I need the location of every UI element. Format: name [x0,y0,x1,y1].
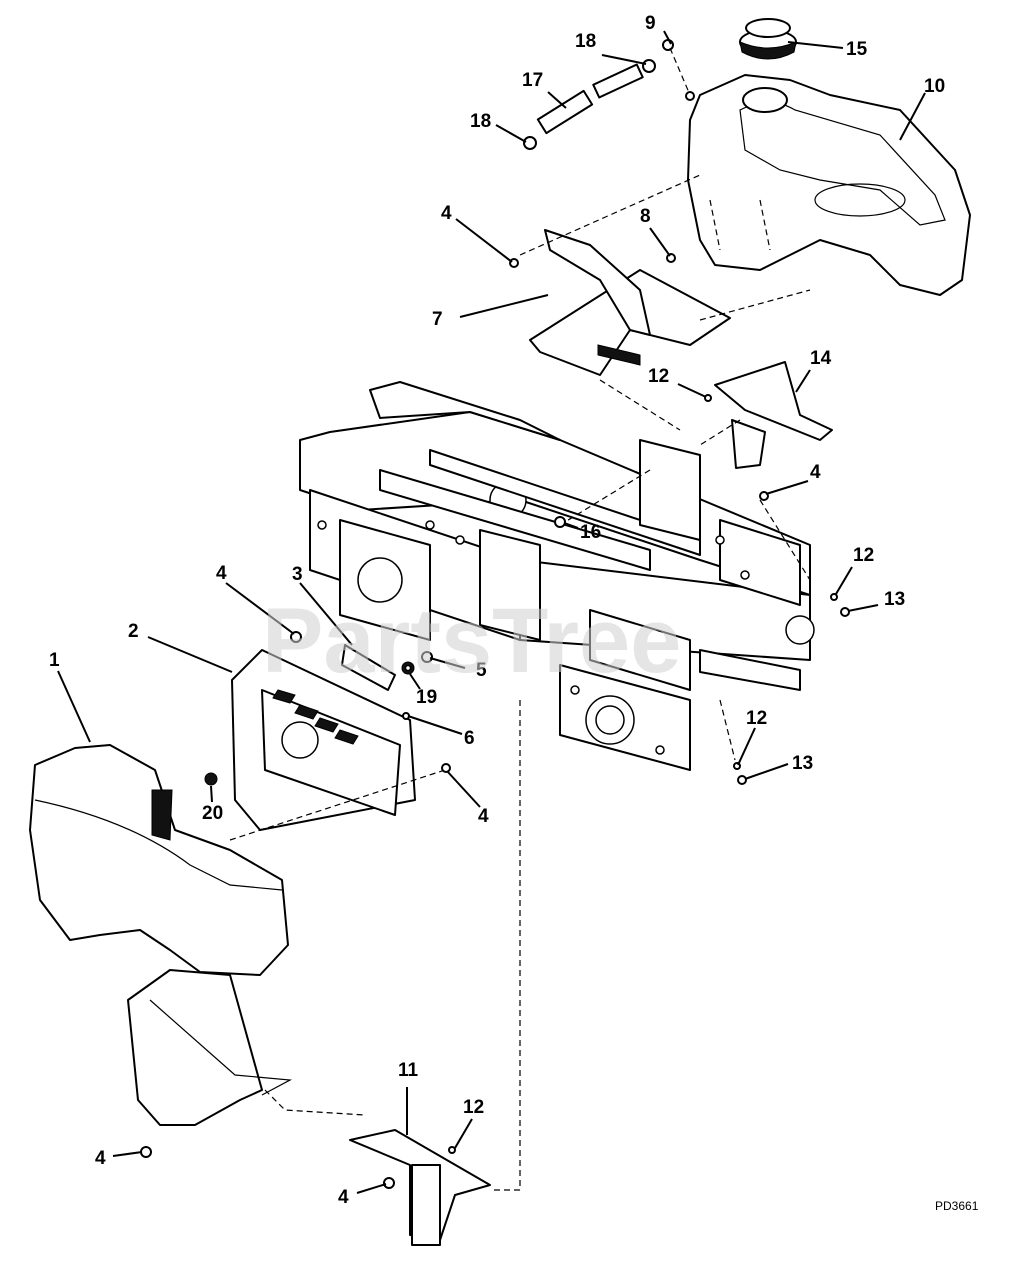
callout-4: 4 [338,1187,349,1208]
callout-16: 16 [580,522,601,543]
fuel-cap [739,18,797,60]
callout-5: 5 [476,660,487,681]
callout-3: 3 [292,564,303,585]
callout-12: 12 [746,708,767,729]
callout-19: 19 [416,687,437,708]
callout-12: 12 [853,545,874,566]
callouts: 1 2 3 4 4 4 4 4 4 5 6 7 8 9 10 11 12 12 … [49,13,945,1208]
fuel-hose-and-clamps [523,39,695,150]
callout-12: 12 [463,1097,484,1118]
tank-bracket [529,229,731,376]
callout-10: 10 [924,76,945,97]
lower-guard-left [127,969,293,1126]
callout-18: 18 [470,111,491,132]
side-shield [714,361,833,469]
callout-12: 12 [648,366,669,387]
callout-4: 4 [810,462,821,483]
callout-4: 4 [441,203,452,224]
callout-7: 7 [432,309,443,330]
assembly-lines [229,174,811,1191]
callout-17: 17 [522,70,543,91]
callout-9: 9 [645,13,656,34]
callout-14: 14 [810,348,832,369]
fender [29,744,289,976]
callout-1: 1 [49,650,60,671]
callout-20: 20 [202,803,223,824]
support-plate [231,649,416,831]
callout-13: 13 [792,753,813,774]
callout-18: 18 [575,31,596,52]
callout-8: 8 [640,206,651,227]
watermark-logo: PartsTree [262,590,681,692]
callout-15: 15 [846,39,868,60]
callout-13: 13 [884,589,905,610]
callout-6: 6 [464,728,475,749]
lower-guard-11 [349,1129,491,1246]
leader-lines [57,30,926,1194]
frame-assembly [299,381,815,771]
callout-4: 4 [95,1148,106,1169]
drawing-code: PD3661 [935,1199,979,1213]
callout-4: 4 [478,806,489,827]
hardware [140,253,850,1189]
fuel-tank [687,74,971,296]
bracket-3 [341,644,396,691]
callout-2: 2 [128,621,139,642]
callout-11: 11 [398,1060,419,1081]
callout-4: 4 [216,563,227,584]
